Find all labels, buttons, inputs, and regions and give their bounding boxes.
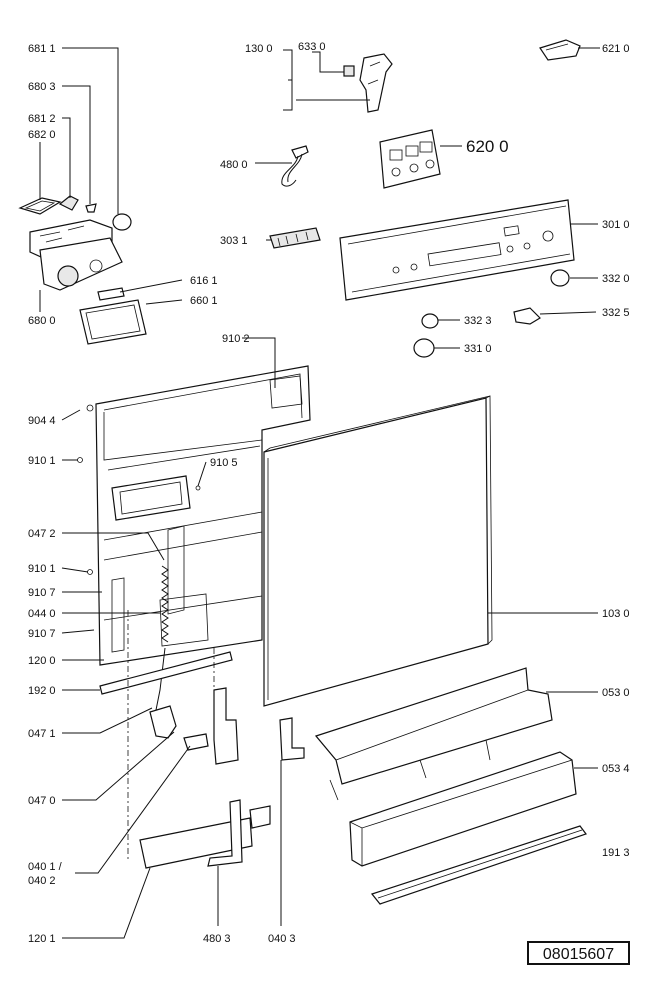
control-module-group (18, 195, 147, 345)
label-130-0: 130 0 (245, 43, 273, 55)
label-192-0: 192 0 (28, 685, 56, 697)
label-120-1: 120 1 (28, 933, 56, 945)
connector-block (269, 227, 321, 249)
label-303-1: 303 1 (220, 235, 248, 247)
label-047-2: 047 2 (28, 528, 56, 540)
label-681-2: 681 2 (28, 113, 56, 125)
label-910-5: 910 5 (210, 457, 238, 469)
label-301-0: 301 0 (602, 219, 630, 231)
label-047-1: 047 1 (28, 728, 56, 740)
label-040-1: 040 1 / (28, 861, 63, 873)
button-round (413, 338, 435, 358)
label-103-0: 103 0 (602, 608, 630, 620)
label-910-2: 910 2 (222, 333, 250, 345)
kick-plate (314, 667, 553, 801)
door-spring (161, 565, 169, 643)
label-633-0: 633 0 (298, 41, 326, 53)
label-680-0: 680 0 (28, 315, 56, 327)
label-047-0: 047 0 (28, 795, 56, 807)
bottom-strip (99, 651, 233, 695)
circuit-board (379, 129, 462, 189)
label-040-3: 040 3 (268, 933, 296, 945)
label-910-7: 910 7 (28, 587, 56, 599)
control-panel (339, 199, 575, 301)
label-904-4: 904 4 (28, 415, 56, 427)
cable-harness (281, 145, 309, 187)
button-knob (550, 269, 570, 287)
button-small (421, 313, 439, 329)
label-660-1: 660 1 (190, 295, 218, 307)
drawing-reference-number: 08015607 (527, 941, 630, 965)
part-labels: 681 1 680 3 681 2 682 0 130 0 633 0 621 … (28, 41, 630, 945)
label-053-4: 053 4 (602, 763, 630, 775)
label-480-3: 480 3 (203, 933, 231, 945)
label-480-0: 480 0 (220, 159, 248, 171)
label-331-0: 331 0 (464, 343, 492, 355)
bottom-seal (370, 825, 587, 905)
label-120-0: 120 0 (28, 655, 56, 667)
hinge-bracket (183, 733, 209, 751)
lower-panel (349, 751, 577, 867)
label-044-0: 044 0 (28, 608, 56, 620)
label-910-1-b: 910 1 (28, 563, 56, 575)
lower-trim (139, 817, 253, 869)
switch-assembly-group (283, 39, 581, 113)
label-910-7-b: 910 7 (28, 628, 56, 640)
label-910-1: 910 1 (28, 455, 56, 467)
inner-door (77, 365, 311, 666)
label-191-3: 191 3 (602, 847, 630, 859)
label-053-0: 053 0 (602, 687, 630, 699)
label-332-0: 332 0 (602, 273, 630, 285)
label-680-3: 680 3 (28, 81, 56, 93)
label-620-0: 620 0 (466, 137, 509, 156)
hinge (149, 705, 177, 739)
label-332-5: 332 5 (602, 307, 630, 319)
cable-holder (207, 799, 243, 867)
outer-door-panel (263, 395, 493, 707)
label-040-2: 040 2 (28, 875, 56, 887)
side-bracket (279, 717, 305, 761)
label-332-3: 332 3 (464, 315, 492, 327)
button-switch (513, 307, 541, 325)
door-support (213, 687, 239, 765)
leader-lines (39, 47, 600, 939)
label-616-1: 616 1 (190, 275, 218, 287)
label-681-1: 681 1 (28, 43, 56, 55)
label-621-0: 621 0 (602, 43, 630, 55)
label-682-0: 682 0 (28, 129, 56, 141)
